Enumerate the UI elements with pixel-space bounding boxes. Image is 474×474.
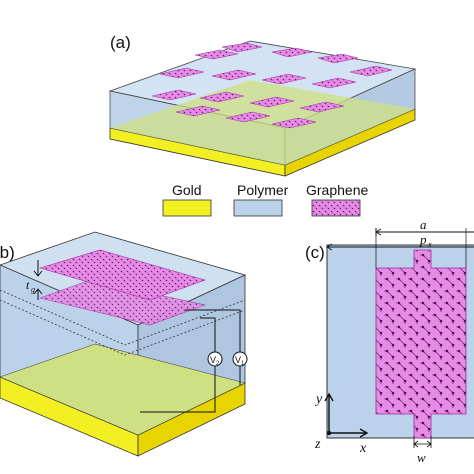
graphene-patch xyxy=(249,96,295,108)
dim-w-label: w xyxy=(417,450,426,465)
graphene-patch xyxy=(225,111,271,123)
tg-label: t xyxy=(26,278,30,292)
graphene-patch xyxy=(221,42,263,53)
legend-swatch-graphene xyxy=(311,199,361,217)
legend-label-gold: Gold xyxy=(172,182,202,198)
wire-1-down xyxy=(140,366,216,413)
panel-b: (b) t g V 2 V 1 xyxy=(0,231,248,457)
graphene-layer-top xyxy=(38,249,206,301)
tg-sub: g xyxy=(31,285,35,294)
graphene-patch xyxy=(211,69,257,81)
graphene-patch xyxy=(159,67,205,79)
graphene-layer-bottom xyxy=(38,279,207,326)
tg-arrow xyxy=(33,260,43,300)
graphene-patch xyxy=(199,91,245,103)
voltage-source-v2 xyxy=(207,351,223,367)
panel-a-label: (a) xyxy=(110,33,131,52)
panel-a: (a) xyxy=(108,33,417,177)
dim-px xyxy=(326,243,474,251)
v1-sub: 1 xyxy=(241,361,245,367)
axis-y-label: y xyxy=(314,392,323,407)
dim-a-label: a xyxy=(420,217,427,232)
axis-z-label: z xyxy=(314,437,321,452)
graphene-patch xyxy=(311,77,357,89)
substrate-top-a xyxy=(110,80,415,165)
wire-2 xyxy=(185,309,241,352)
graphene-array-a xyxy=(151,42,393,129)
panel-c-label: (c) xyxy=(305,243,325,262)
legend-swatch-gold xyxy=(162,199,212,217)
v2-sub: 2 xyxy=(216,361,220,367)
graphene-patch xyxy=(271,47,313,58)
graphene-unit-patch xyxy=(375,249,467,439)
v1-label: V xyxy=(235,355,241,365)
graphene-patch xyxy=(299,101,345,113)
axis-z xyxy=(326,430,332,436)
wire-1 xyxy=(200,317,216,352)
v2-label: V xyxy=(210,355,216,365)
graphene-patch xyxy=(271,117,317,129)
axis-x xyxy=(329,428,369,438)
legend-swatch-polymer xyxy=(233,199,283,217)
dotted-plane-line xyxy=(0,289,246,346)
legend-label-polymer: Polymer xyxy=(237,182,289,198)
graphene-patch xyxy=(349,65,393,77)
panel-b-label: (b) xyxy=(0,243,15,262)
axis-x-label: x xyxy=(359,441,367,456)
dim-w xyxy=(413,436,432,448)
graphene-patch xyxy=(317,53,359,64)
legend-label-graphene: Graphene xyxy=(306,182,368,198)
graphene-patch xyxy=(175,105,221,117)
legend: Gold Polymer Graphene xyxy=(162,182,368,217)
graphene-patch xyxy=(194,49,239,60)
panel-c: (c) a p x w y x z xyxy=(305,217,474,465)
voltage-source-v1 xyxy=(232,351,248,367)
graphene-patch xyxy=(151,89,197,101)
axis-y xyxy=(324,392,334,433)
dim-px-label: p xyxy=(419,232,427,247)
dim-px-sub: x xyxy=(427,240,432,249)
graphene-patch xyxy=(261,73,307,85)
dotted-plane-line xyxy=(0,299,246,356)
